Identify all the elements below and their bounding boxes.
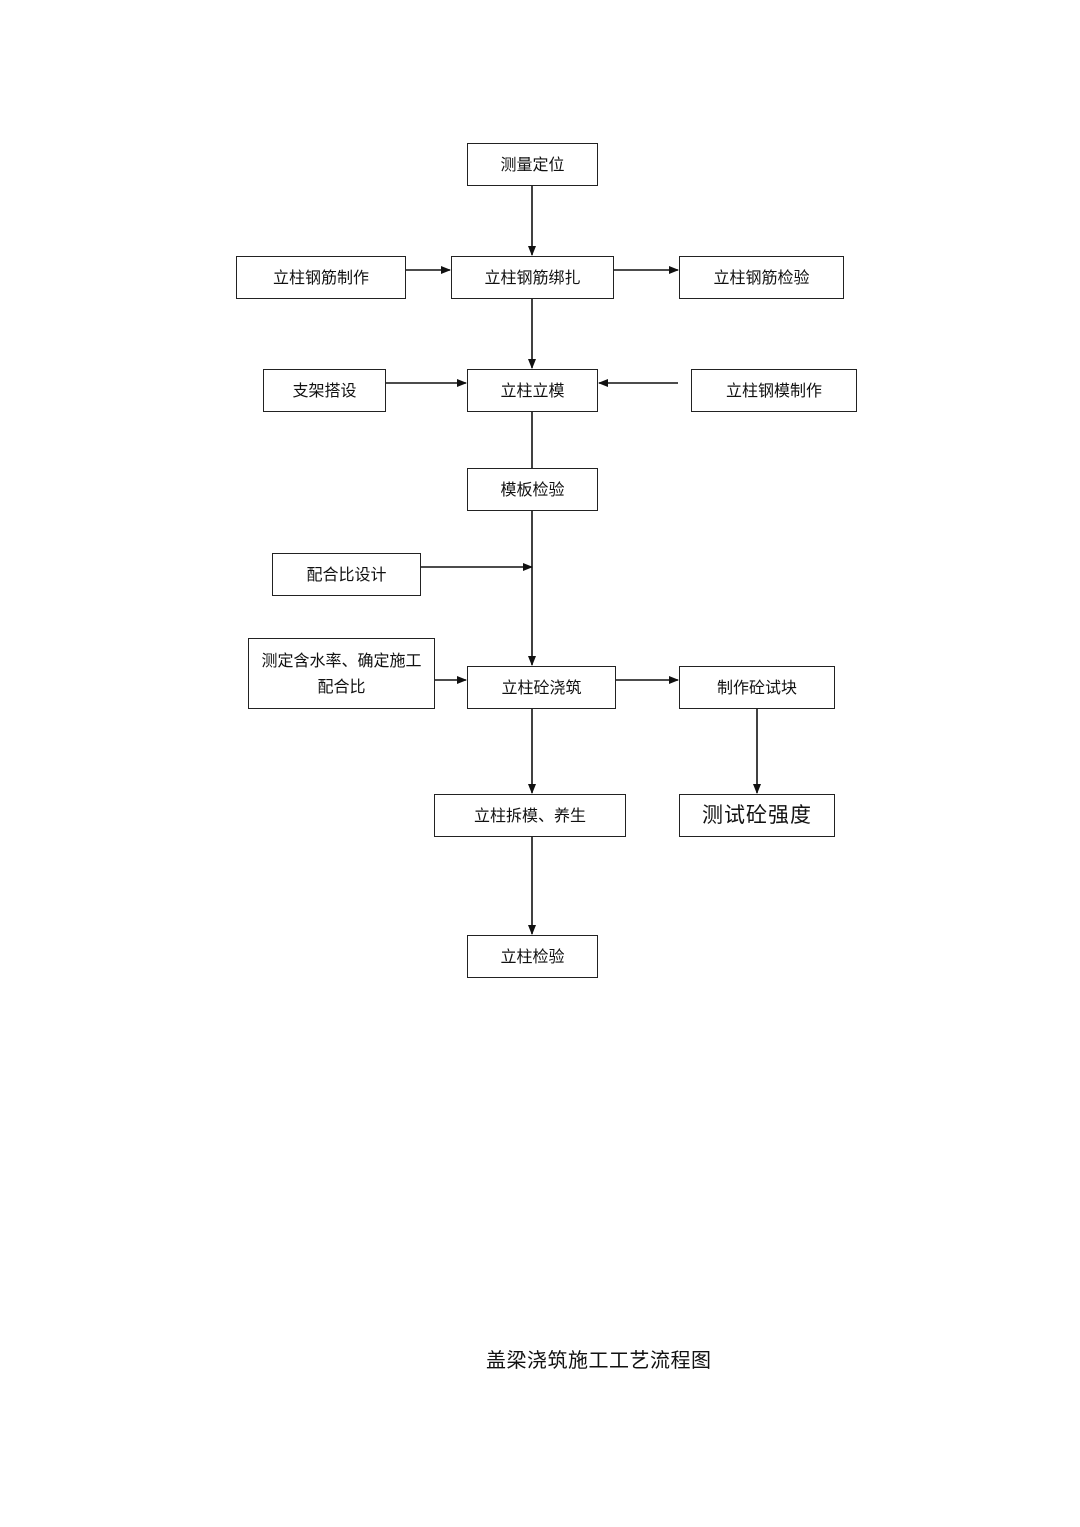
node-column-inspect: 立柱检验 xyxy=(467,935,598,978)
node-label: 立柱砼浇筑 xyxy=(501,677,582,697)
node-form-inspect: 模板检验 xyxy=(467,468,598,511)
node-formwork: 立柱立模 xyxy=(467,369,598,412)
node-strength: 测试砼强度 xyxy=(679,794,835,837)
node-moisture: 测定含水率、确定施工 配合比 xyxy=(248,638,435,709)
diagram-caption: 盖梁浇筑施工工艺流程图 xyxy=(486,1348,712,1372)
node-steel-mold: 立柱钢模制作 xyxy=(691,369,857,412)
node-label: 测量定位 xyxy=(500,154,565,174)
node-rebar-inspect: 立柱钢筋检验 xyxy=(679,256,844,299)
node-label: 支架搭设 xyxy=(292,380,357,400)
node-pour: 立柱砼浇筑 xyxy=(467,666,616,709)
node-label: 模板检验 xyxy=(500,479,565,499)
node-label: 立柱钢筋绑扎 xyxy=(484,267,581,287)
node-label: 立柱钢模制作 xyxy=(725,380,822,400)
node-label: 配合比设计 xyxy=(306,564,387,584)
node-label: 测定含水率、确定施工 配合比 xyxy=(261,650,422,696)
node-specimen: 制作砼试块 xyxy=(679,666,835,709)
node-mix-design: 配合比设计 xyxy=(272,553,421,596)
node-strip-cure: 立柱拆模、养生 xyxy=(434,794,626,837)
node-label: 立柱检验 xyxy=(500,946,565,966)
node-label: 立柱钢筋检验 xyxy=(713,267,810,287)
node-support: 支架搭设 xyxy=(263,369,386,412)
node-label: 立柱拆模、养生 xyxy=(473,805,586,825)
node-label: 立柱立模 xyxy=(500,380,565,400)
node-rebar-tie: 立柱钢筋绑扎 xyxy=(451,256,614,299)
node-rebar-make: 立柱钢筋制作 xyxy=(236,256,406,299)
node-label: 立柱钢筋制作 xyxy=(272,267,369,287)
node-label: 制作砼试块 xyxy=(716,677,797,697)
node-label: 测试砼强度 xyxy=(702,802,812,827)
node-survey: 测量定位 xyxy=(467,143,598,186)
